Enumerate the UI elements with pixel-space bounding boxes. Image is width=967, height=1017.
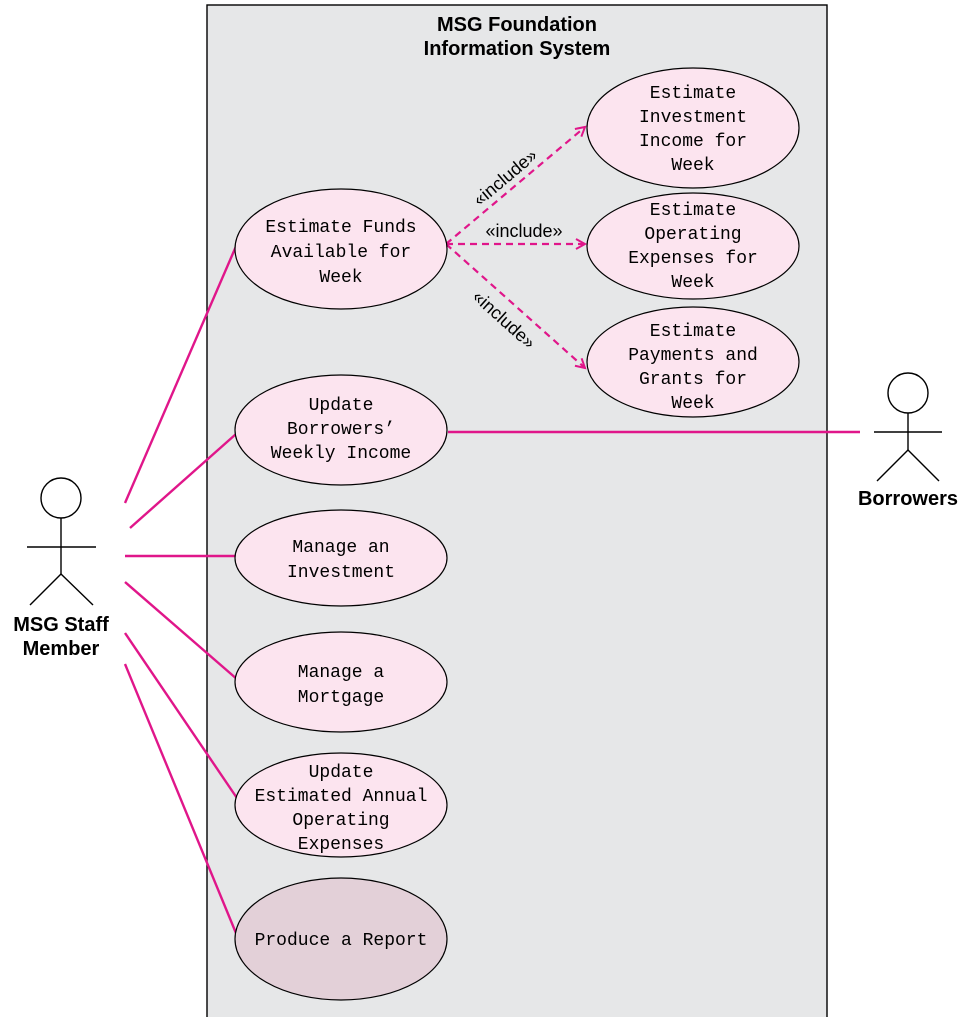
usecase-estimate-funds[interactable]: Estimate Funds Available for Week	[234, 188, 448, 310]
usecase-update-expenses[interactable]: Update Estimated Annual Operating Expens…	[234, 752, 448, 858]
assoc-staff-update-expenses	[124, 632, 242, 805]
usecase-estimate-operating-line2: Operating	[644, 225, 741, 245]
include-label-operating: «include»	[485, 221, 562, 241]
assoc-staff-update-borrowers	[129, 433, 237, 529]
usecase-estimate-operating-line1: Estimate	[650, 201, 736, 221]
usecase-produce-report[interactable]: Produce a Report	[234, 877, 448, 1001]
usecase-update-expenses-shape	[234, 752, 448, 858]
actor-msg-staff-member[interactable]: MSG Staff Member	[13, 477, 109, 660]
usecase-estimate-payments-line4: Week	[671, 394, 714, 414]
usecase-estimate-investment-line1: Estimate	[650, 84, 736, 104]
usecase-update-expenses-line1: Update	[309, 763, 374, 783]
usecase-update-expenses-line2: Estimated Annual	[255, 787, 428, 807]
usecase-estimate-funds-line3: Week	[319, 268, 362, 288]
usecase-manage-mortgage-shape	[234, 631, 448, 733]
system-title-line2: Information System	[424, 38, 611, 60]
usecase-estimate-payments-line2: Payments and	[628, 346, 758, 366]
usecase-update-expenses-line3: Operating	[292, 811, 389, 831]
include-arrow-investment	[445, 127, 585, 245]
usecase-estimate-payments[interactable]: Estimate Payments and Grants for Week	[586, 306, 800, 418]
usecase-estimate-operating-line3: Expenses for	[628, 249, 758, 269]
usecase-update-expenses-line4: Expenses	[298, 835, 384, 855]
usecase-estimate-funds-line1: Estimate Funds	[265, 218, 416, 238]
usecase-estimate-operating-shape	[586, 192, 800, 300]
usecase-estimate-operating-line4: Week	[671, 273, 714, 293]
usecase-update-borrowers-shape	[234, 374, 448, 486]
assoc-staff-manage-mortgage	[124, 581, 239, 681]
usecase-estimate-investment-line3: Income for	[639, 132, 747, 152]
usecase-manage-investment-line1: Manage an	[292, 538, 389, 558]
usecase-update-borrowers-line1: Update	[309, 396, 374, 416]
usecase-estimate-operating[interactable]: Estimate Operating Expenses for Week	[586, 192, 800, 300]
usecase-estimate-funds-shape	[234, 188, 448, 310]
actor-staff-label-line1: MSG Staff	[13, 614, 109, 636]
usecase-estimate-investment[interactable]: Estimate Investment Income for Week	[586, 67, 800, 189]
usecase-estimate-payments-shape	[586, 306, 800, 418]
usecase-manage-investment-shape	[234, 509, 448, 607]
usecase-estimate-payments-line3: Grants for	[639, 370, 747, 390]
usecase-produce-report-shape	[234, 877, 448, 1001]
usecase-update-borrowers[interactable]: Update Borrowers’ Weekly Income	[234, 374, 448, 486]
assoc-staff-estimate-funds	[123, 243, 239, 504]
system-title-line1: MSG Foundation	[437, 14, 597, 36]
usecase-manage-investment[interactable]: Manage an Investment	[234, 509, 448, 607]
actor-borrowers[interactable]: Borrowers	[858, 372, 958, 510]
usecase-update-borrowers-line2: Borrowers’	[287, 420, 395, 440]
usecase-estimate-payments-line1: Estimate	[650, 322, 736, 342]
usecase-produce-report-line1: Produce a Report	[255, 931, 428, 951]
stick-figure-icon	[27, 477, 96, 606]
usecase-estimate-investment-shape	[586, 67, 800, 189]
usecase-update-borrowers-line3: Weekly Income	[271, 444, 411, 464]
actor-staff-label-line2: Member	[23, 638, 100, 660]
usecase-manage-mortgage[interactable]: Manage a Mortgage	[234, 631, 448, 733]
usecase-manage-mortgage-line1: Manage a	[298, 663, 385, 683]
stick-figure-icon	[874, 372, 942, 482]
usecase-manage-mortgage-line2: Mortgage	[298, 688, 384, 708]
assoc-staff-produce-report	[123, 663, 240, 939]
usecase-estimate-investment-line4: Week	[671, 156, 714, 176]
usecase-estimate-funds-line2: Available for	[271, 243, 411, 263]
usecase-estimate-investment-line2: Investment	[639, 108, 747, 128]
actor-borrowers-label: Borrowers	[858, 488, 958, 510]
usecase-manage-investment-line2: Investment	[287, 563, 395, 583]
